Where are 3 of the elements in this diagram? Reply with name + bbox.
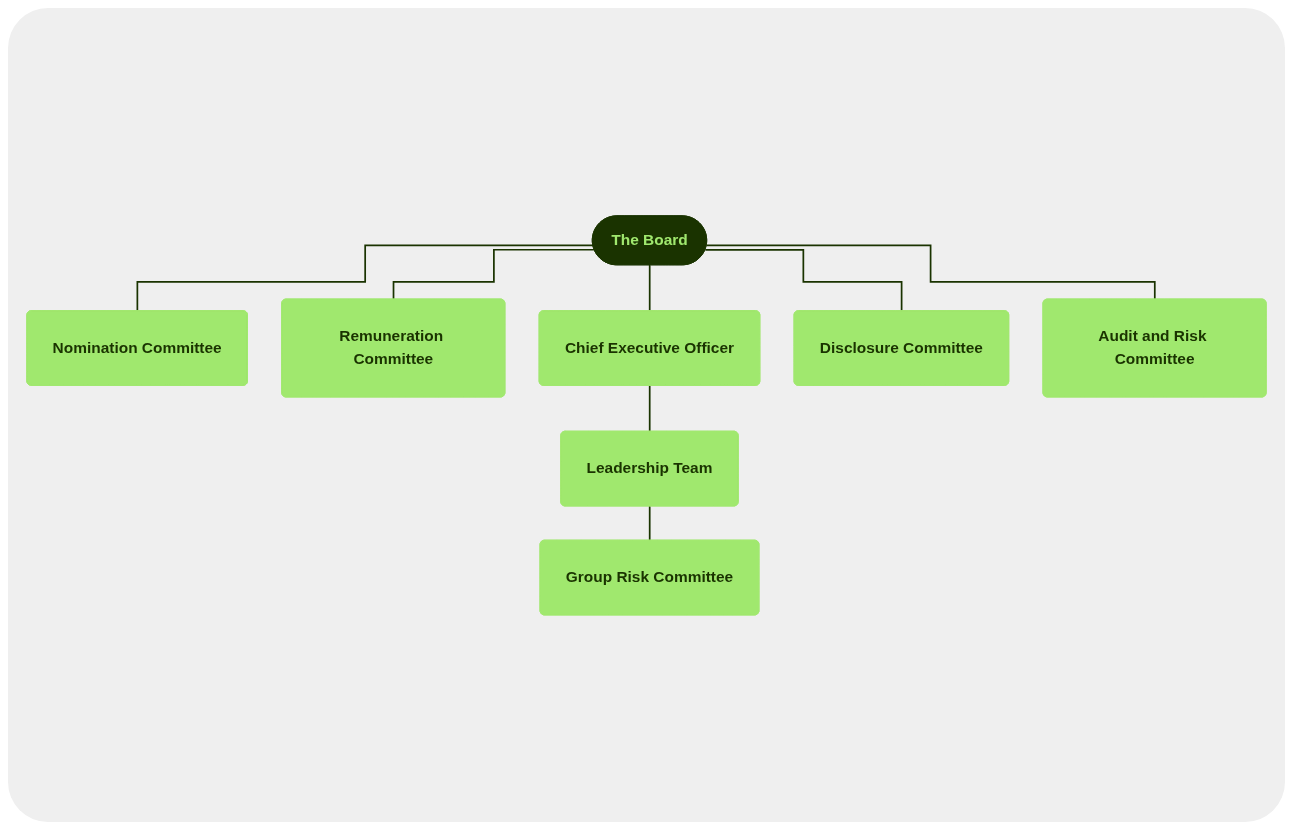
connector: [704, 248, 903, 312]
connector: [648, 263, 651, 312]
connector: [136, 244, 595, 312]
